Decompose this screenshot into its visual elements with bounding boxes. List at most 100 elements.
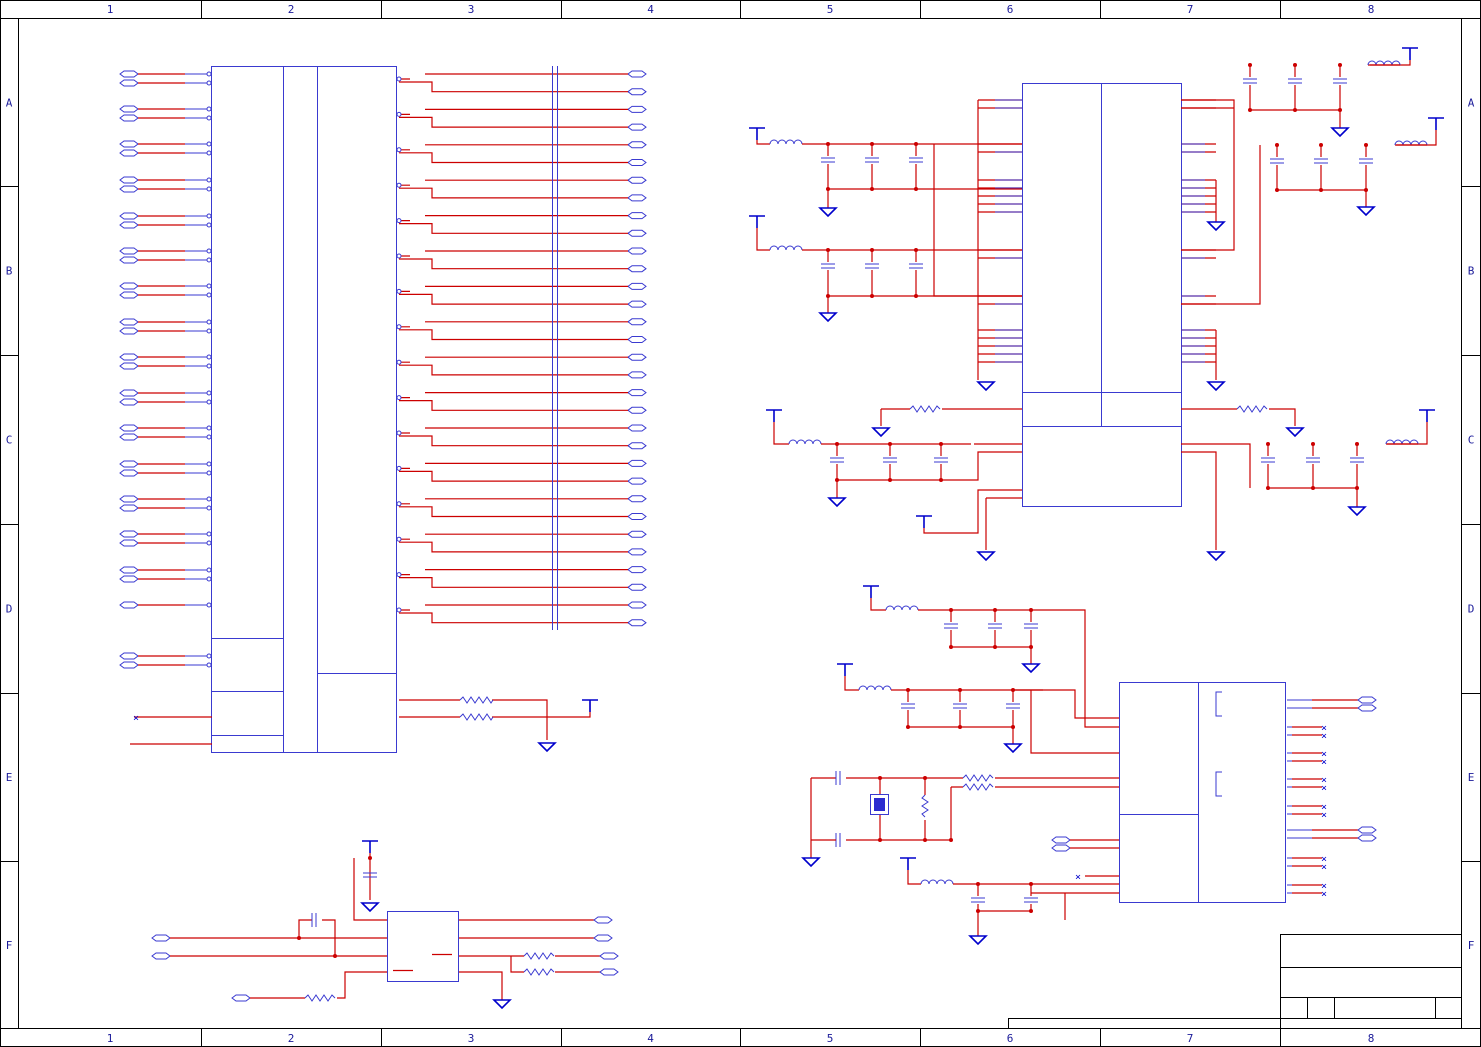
column-label: 2 bbox=[288, 1032, 295, 1045]
capacitor-icon bbox=[901, 703, 915, 709]
connector-icon bbox=[627, 141, 647, 149]
connector-icon bbox=[1357, 826, 1377, 834]
no-connect-icon: × bbox=[1075, 872, 1081, 883]
connector-icon bbox=[119, 398, 139, 406]
connector-icon bbox=[119, 247, 139, 255]
column-label: 3 bbox=[468, 1032, 475, 1045]
clock-ic-block bbox=[1119, 682, 1286, 903]
capacitor-icon bbox=[830, 457, 844, 463]
ground-icon bbox=[818, 207, 838, 218]
ground-icon bbox=[1021, 663, 1041, 674]
connector-icon bbox=[231, 994, 251, 1002]
power-rail-icon bbox=[863, 585, 879, 598]
connector-icon bbox=[627, 477, 647, 485]
resistor-icon bbox=[962, 783, 994, 791]
row-label: E bbox=[1468, 771, 1475, 784]
connector-icon bbox=[1357, 696, 1377, 704]
vertical-bus-bar bbox=[552, 66, 558, 630]
connector-icon bbox=[151, 952, 171, 960]
inductor-icon bbox=[920, 879, 954, 885]
power-rail-icon bbox=[749, 215, 765, 228]
connector-icon bbox=[627, 442, 647, 450]
connector-icon bbox=[599, 952, 619, 960]
no-connect-icon: × bbox=[1321, 775, 1327, 786]
capacitor-icon bbox=[1288, 78, 1302, 84]
ground-icon bbox=[801, 857, 821, 868]
ground-icon bbox=[1206, 221, 1226, 232]
column-label: 4 bbox=[647, 1032, 654, 1045]
ground-icon bbox=[1330, 127, 1350, 138]
ground-icon bbox=[1347, 506, 1367, 517]
capacitor-icon bbox=[971, 897, 985, 903]
row-label: D bbox=[6, 603, 13, 616]
no-connect-icon: × bbox=[1321, 723, 1327, 734]
resistor-icon bbox=[909, 405, 941, 413]
connector-icon bbox=[119, 460, 139, 468]
connector-icon bbox=[627, 212, 647, 220]
connector-icon bbox=[151, 934, 171, 942]
connector-icon bbox=[627, 70, 647, 78]
no-connect-icon: × bbox=[1321, 854, 1327, 865]
connector-icon bbox=[627, 265, 647, 273]
connector-icon bbox=[627, 566, 647, 574]
no-connect-icon: × bbox=[1321, 889, 1327, 900]
connector-ic-block bbox=[211, 66, 397, 753]
connector-icon bbox=[627, 583, 647, 591]
column-label: 7 bbox=[1187, 3, 1194, 16]
connector-icon bbox=[119, 353, 139, 361]
connector-icon bbox=[119, 601, 139, 609]
inductor-icon bbox=[858, 685, 892, 691]
column-label: 5 bbox=[827, 1032, 834, 1045]
ground-icon bbox=[1003, 743, 1023, 754]
capacitor-icon bbox=[1006, 703, 1020, 709]
ground-icon bbox=[968, 935, 988, 946]
connector-icon bbox=[119, 105, 139, 113]
connector-icon bbox=[627, 336, 647, 343]
resistor-icon bbox=[1236, 405, 1268, 413]
connector-icon bbox=[627, 194, 647, 202]
connector-icon bbox=[119, 530, 139, 538]
ground-icon bbox=[976, 551, 996, 562]
connector-icon bbox=[119, 566, 139, 574]
ground-icon bbox=[976, 381, 996, 392]
resistor-icon bbox=[459, 696, 494, 704]
ground-icon bbox=[871, 427, 891, 438]
capacitor-icon bbox=[821, 157, 835, 163]
connector-icon bbox=[627, 123, 647, 131]
connector-icon bbox=[627, 88, 647, 96]
resistor-icon bbox=[962, 774, 994, 782]
power-rail-icon bbox=[362, 840, 378, 853]
capacitor-icon bbox=[1350, 457, 1364, 463]
column-label: 1 bbox=[107, 3, 114, 16]
ground-icon bbox=[1206, 381, 1226, 392]
column-label: 7 bbox=[1187, 1032, 1194, 1045]
left-input-connectors bbox=[119, 70, 212, 669]
capacitor-icon bbox=[909, 157, 923, 163]
row-label: B bbox=[6, 265, 13, 278]
capacitor-icon bbox=[1024, 623, 1038, 629]
connector-icon bbox=[599, 968, 619, 976]
no-connect-icon: × bbox=[1321, 731, 1327, 742]
connector-icon bbox=[119, 661, 139, 669]
no-connect-icon: × bbox=[1321, 862, 1327, 873]
ground-icon bbox=[1206, 551, 1226, 562]
title-block bbox=[1008, 934, 1462, 1029]
capacitor-icon bbox=[988, 623, 1002, 629]
capacitor-icon bbox=[1359, 158, 1373, 164]
connector-icon bbox=[627, 371, 647, 379]
connector-icon bbox=[1357, 704, 1377, 712]
capacitor-icon bbox=[1314, 158, 1328, 164]
inductor-icon bbox=[788, 439, 822, 445]
resistor-icon bbox=[459, 713, 494, 721]
resistor-icon bbox=[523, 952, 555, 960]
connector-icon bbox=[627, 495, 647, 503]
capacitor-icon bbox=[1024, 897, 1038, 903]
capacitor-icon bbox=[909, 263, 923, 269]
left-bottom-resistors: × bbox=[130, 696, 598, 753]
connector-icon bbox=[627, 424, 647, 432]
column-label: 1 bbox=[107, 1032, 114, 1045]
no-connect-icon: × bbox=[1321, 783, 1327, 794]
